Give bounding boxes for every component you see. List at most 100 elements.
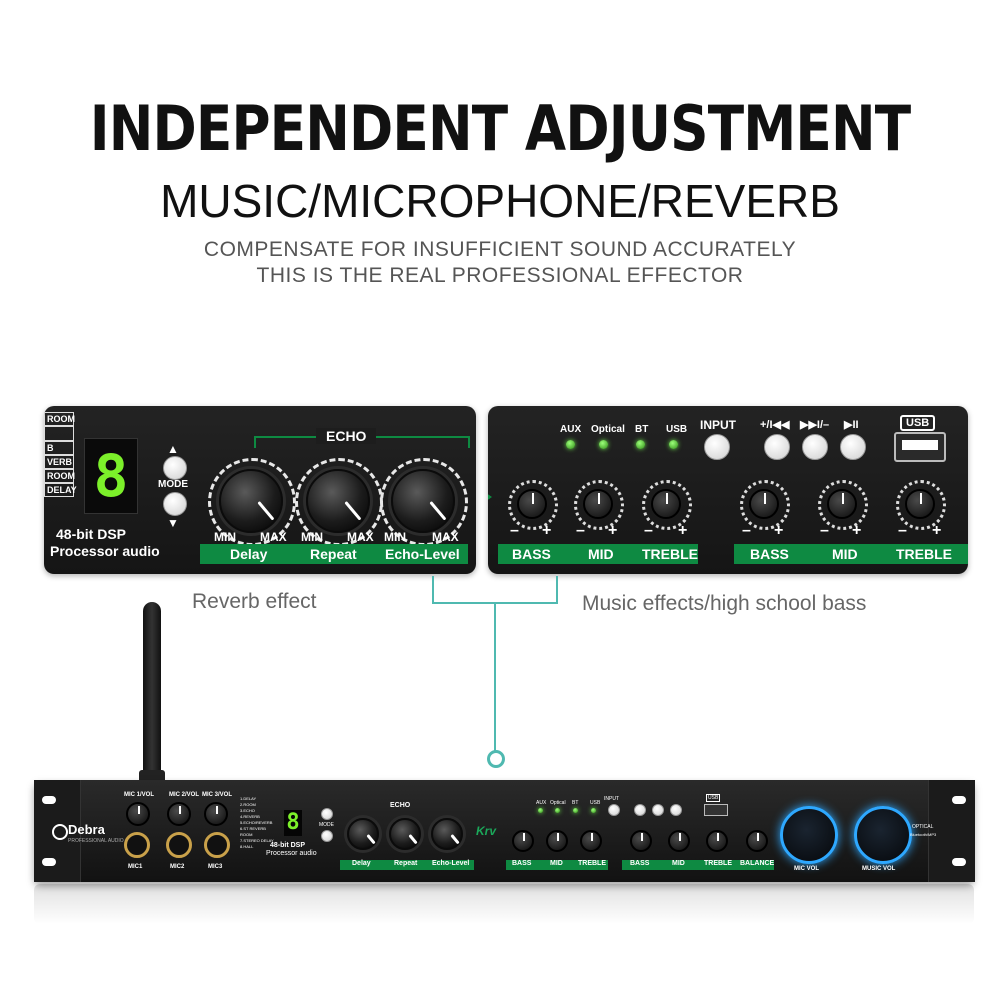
device-optical-label: Optical [550,800,566,806]
device-repeat-knob[interactable] [389,818,421,850]
bass-knob[interactable] [517,489,547,519]
mode-list: ROOM B VERB ROOM DELAY [44,412,77,497]
mode-list-item: DELAY [44,483,77,497]
plus-label: + [852,522,862,539]
min-label: MIN [301,530,323,544]
mode-item: 1.DELAY [240,796,257,801]
bass-label: BASS [512,546,551,562]
echo-level-knob[interactable] [391,469,455,533]
mic-vol-label: MIC VOL [794,866,819,872]
repeat-knob[interactable] [306,469,370,533]
dsp-sublabel: Processor audio [50,543,160,559]
max-label: MAX [260,530,287,544]
min-label: MIN [214,530,236,544]
device-music-eq-bar: BASS MID TREBLE BALANCE [622,860,774,870]
mic1-volume-knob[interactable] [126,802,150,826]
device-prev-button[interactable] [634,804,646,816]
optical-led [599,440,608,449]
plus-label: + [932,522,942,539]
play-pause-button[interactable] [840,434,866,460]
device-echo-level-knob[interactable] [431,818,463,850]
min-label: MIN [384,530,406,544]
input-label: INPUT [700,418,736,432]
delay-knob[interactable] [219,469,283,533]
mid-knob[interactable] [827,489,857,519]
minus-label: – [576,522,585,539]
minus-label: – [898,522,907,539]
music-volume-knob[interactable] [854,806,912,864]
prev-button[interactable] [764,434,790,460]
rack-ear-right [928,780,975,882]
device-reflection [34,884,974,924]
device-echo-bar: Delay Repeat Echo-Level [340,860,474,870]
knob-ring [574,480,624,530]
device-music-treble-knob[interactable] [706,830,728,852]
antenna [143,602,161,778]
device-delay-knob[interactable] [347,818,379,850]
mode-item: 4.REVERB [240,814,260,819]
rack-hole [952,858,966,866]
device-optical-led [555,808,560,813]
usb-port[interactable] [894,432,946,462]
device-next-button[interactable] [652,804,664,816]
krv-logo: Krv [476,824,497,838]
device-music-mid-knob[interactable] [668,830,690,852]
device-bass-knob[interactable] [512,830,534,852]
device-balance-knob[interactable] [746,830,768,852]
device-usb-port[interactable] [704,804,728,816]
tagline-1: COMPENSATE FOR INSUFFICIENT SOUND ACCURA… [203,238,797,261]
brand-name: Debra [68,822,105,837]
eq-label-bar: BASS MID TREBLE [498,544,698,564]
bass-knob[interactable] [749,489,779,519]
mode-item: 5.ECHO/REVERB [240,820,273,825]
device-aux-led [538,808,543,813]
device-play-pause-button[interactable] [670,804,682,816]
mic-vol-label: MIC 2/VOL [169,792,200,798]
device-music-mid-label: MID [672,860,685,867]
input-button[interactable] [704,434,730,460]
device-music-bass-knob[interactable] [630,830,652,852]
mid-knob[interactable] [583,489,613,519]
next-button[interactable] [802,434,828,460]
mode-list-item: ROOM [44,469,75,483]
mid-label: MID [832,546,858,562]
music-vol-label: MUSIC VOL [862,866,896,872]
mode-down-button[interactable] [163,492,187,516]
max-label: MAX [347,530,374,544]
rack-hole [42,796,56,804]
mic2-jack[interactable] [166,832,192,858]
mic3-jack[interactable] [204,832,230,858]
mic2-volume-knob[interactable] [167,802,191,826]
mode-list-item: VERB [44,455,74,469]
seven-segment-display: 8 [84,438,138,514]
reverb-caption: Reverb effect [192,590,317,613]
knob-ring [896,480,946,530]
device-mode-up-button[interactable] [321,808,333,820]
device-front-panel: Debra PROFESSIONAL AUDIO MIC 1/VOL MIC 2… [34,780,975,882]
max-label: MAX [432,530,459,544]
mic-volume-knob[interactable] [780,806,838,864]
mode-up-button[interactable] [163,456,187,480]
minus-label: – [742,522,751,539]
tagline-2: THIS IS THE REAL PROFESSIONAL EFFECTOR [256,264,744,287]
device-dsp-sublabel: Processor audio [266,850,317,857]
device-mode-list: 1.DELAY 2.ROOM 3.ECHO 4.REVERB 5.ECHO/RE… [240,796,278,850]
mic1-jack[interactable] [124,832,150,858]
device-eq-bar: BASS MID TREBLE [506,860,608,870]
down-arrow-icon: ▼ [167,516,179,530]
prev-icon-label: +/I◀◀ [760,419,790,431]
device-echo-level-label: Echo-Level [432,860,470,867]
device-mode-down-button[interactable] [321,830,333,842]
treble-knob[interactable] [905,489,935,519]
green-arrow-icon [488,490,492,504]
device-input-button[interactable] [608,804,620,816]
display-digit: 8 [93,442,129,510]
device-aux-label: AUX [536,800,547,806]
device-treble-knob[interactable] [580,830,602,852]
bluetooth-mp3-text: Bluetooth/MP3 [910,832,937,837]
treble-knob[interactable] [651,489,681,519]
usb-led-label: USB [666,424,688,435]
mid-label: MID [588,546,614,562]
device-mid-knob[interactable] [546,830,568,852]
mic3-volume-knob[interactable] [204,802,228,826]
